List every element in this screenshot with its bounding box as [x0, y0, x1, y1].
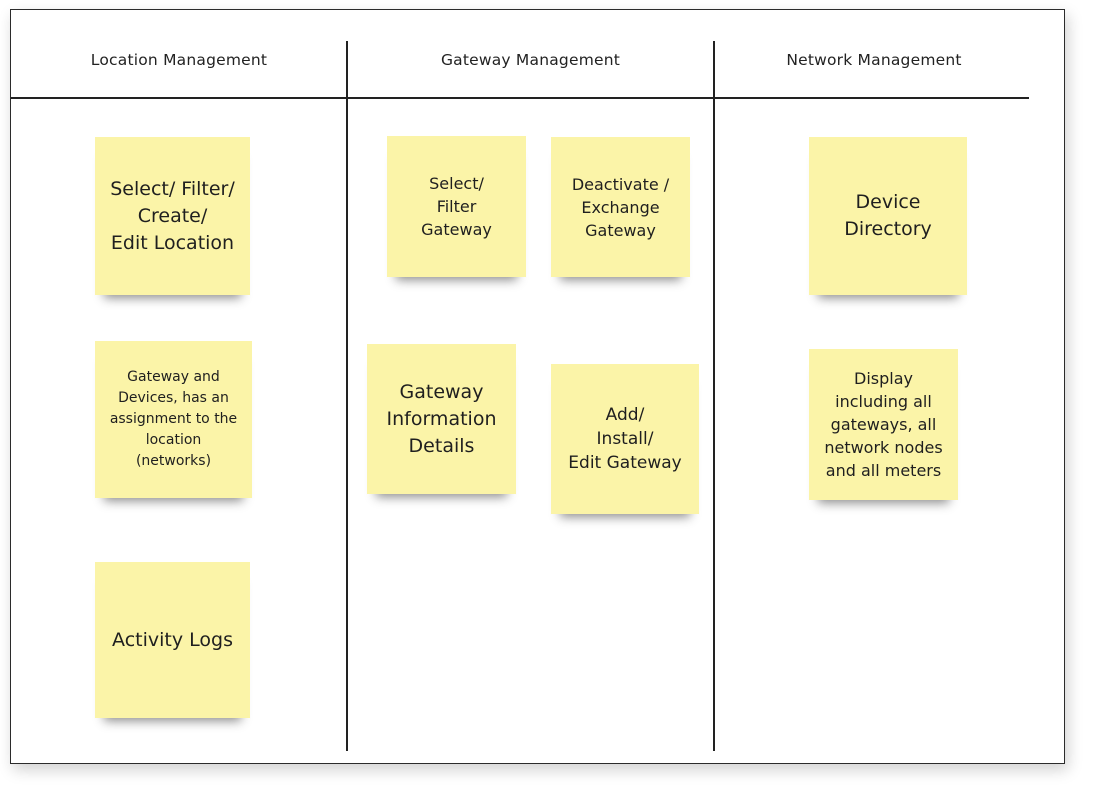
sticky-note-gateway-devices-assignment[interactable]: Gateway and Devices, has an assignment t…	[95, 341, 252, 498]
sticky-note-select-filter-gateway[interactable]: Select/ Filter Gateway	[387, 136, 526, 277]
sticky-note-add-install-edit-gateway[interactable]: Add/ Install/ Edit Gateway	[551, 364, 699, 514]
sticky-note-gateway-information-details[interactable]: Gateway Information Details	[367, 344, 516, 494]
sticky-note-select-filter-create-edit-location[interactable]: Select/ Filter/ Create/ Edit Location	[95, 137, 250, 295]
column-header-gateway-management: Gateway Management	[440, 51, 621, 69]
column-header-location-management: Location Management	[90, 51, 268, 69]
header-divider	[11, 97, 1029, 99]
column-divider-1	[346, 41, 348, 751]
sticky-note-device-directory[interactable]: Device Directory	[809, 137, 967, 295]
sticky-note-display-all[interactable]: Display including all gateways, all netw…	[809, 349, 958, 500]
column-divider-2	[713, 41, 715, 751]
board: Location Management Gateway Management N…	[10, 9, 1065, 764]
sticky-note-deactivate-exchange-gateway[interactable]: Deactivate / Exchange Gateway	[551, 137, 690, 277]
column-header-network-management: Network Management	[786, 51, 962, 69]
sticky-note-activity-logs[interactable]: Activity Logs	[95, 562, 250, 718]
